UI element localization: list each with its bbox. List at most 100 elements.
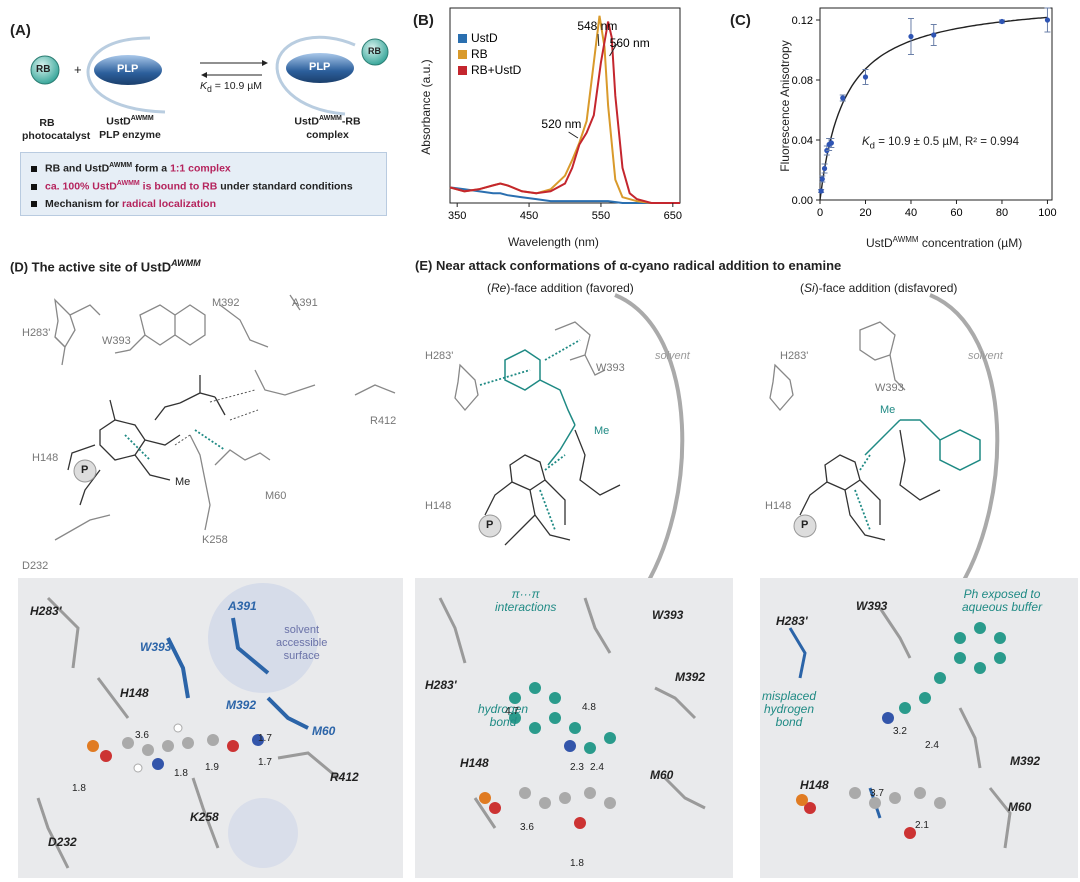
anisotropy-xlabel: UstDAWMM concentration (µM) (866, 235, 1022, 250)
plp-ellipse (94, 55, 162, 85)
anisotropy-xtick-label-20: 20 (859, 207, 871, 219)
rb-text: RB (36, 64, 51, 75)
re-w393: W393 (596, 362, 625, 374)
anisotropy-ytick-label-0.04: 0.04 (792, 135, 813, 147)
anisotropy-point-9 (931, 32, 937, 38)
anisotropy-xtick-label-80: 80 (996, 207, 1008, 219)
panel-d-title-text: The active site of UstD (31, 259, 172, 275)
bullet-1: RB and UstDAWMM form a 1:1 complex (31, 162, 231, 175)
bullet-1-sup: AWMM (109, 162, 133, 169)
fit-text: = 10.9 ± 0.5 µM, R² = 0.994 (875, 136, 1019, 148)
bullet-2-highlight: ca. 100% UstD (45, 180, 117, 193)
kd-sub: d (207, 84, 212, 95)
absorbance-xtick-label-350: 350 (448, 210, 466, 222)
residue-d232: D232 (22, 560, 49, 572)
si-h283: H283' (780, 350, 809, 362)
residue-w393: W393 (102, 335, 131, 347)
residue-h148: H148 (32, 452, 59, 464)
anisotropy-ylabel: Fluorescence Anisotropy (778, 40, 792, 172)
si-italic: Si (804, 281, 815, 295)
legend-swatch-rb (458, 50, 467, 59)
dist-d-3: 1.9 (205, 762, 219, 773)
panel-e-title-text: Near attack conformations of α-cyano rad… (435, 258, 842, 273)
bullet-3-highlight: radical localization (122, 198, 216, 210)
anisotropy-point-0 (818, 188, 824, 194)
bullet-2-highlight-2: is bound to RB (139, 180, 218, 193)
re-dist-2: 4.8 (582, 702, 596, 713)
enzyme-caption-2: PLP enzyme (99, 128, 161, 141)
dist-d-1: 3.6 (135, 730, 149, 741)
methyl-label: Me (175, 476, 191, 488)
complex-rb-text: RB (368, 46, 381, 56)
si-render-ph: Ph exposed to aqueous buffer (962, 588, 1042, 614)
complex-caption-2: complex (306, 128, 349, 141)
si-h148: H148 (765, 500, 792, 512)
bullet-2: ca. 100% UstDAWMM is bound to RB under s… (31, 180, 353, 193)
si-solvent: solvent (968, 350, 1003, 362)
re-dist-6: 1.8 (570, 858, 584, 869)
re-phosphate-circle (478, 514, 502, 538)
bullet-2-sup: AWMM (116, 180, 140, 187)
panel-a-summary-box: RB and UstDAWMM form a 1:1 complex ca. 1… (20, 152, 387, 216)
complex-plp-text: PLP (309, 61, 331, 73)
si-render-hbond-1: misplaced (762, 689, 817, 703)
render-d-a391: A391 (228, 599, 257, 613)
re-p: P (486, 519, 494, 531)
si-render-m392: M392 (1010, 754, 1041, 768)
panel-d-render-graphic (36, 583, 339, 869)
anisotropy-point-1 (819, 176, 825, 182)
si-render (760, 578, 1078, 878)
ligand-balls (87, 723, 264, 773)
si-dist-4: 2.1 (915, 820, 929, 831)
absorbance-series-ustd (449, 186, 680, 204)
bullet-3: Mechanism for radical localization (31, 198, 216, 210)
anisotropy-point-11 (1044, 17, 1051, 23)
bullet-2-post: under standard conditions (217, 180, 353, 193)
absorbance-ylabel: Absorbance (a.u.) (419, 59, 433, 155)
complex-caption-1: UstD (294, 115, 319, 128)
re-render-m392: M392 (675, 670, 706, 684)
re-render-m60: M60 (650, 768, 674, 782)
si-render-ph-1: Ph exposed to (963, 587, 1041, 601)
si-render-h283: H283' (776, 614, 808, 628)
si-render-m60: M60 (1008, 800, 1032, 814)
panel-b-label: (B) (413, 12, 434, 29)
anisotropy-xlabel-sup: AWMM (892, 235, 919, 244)
dist-d-2: 1.8 (72, 783, 86, 794)
enzyme-shell (86, 36, 166, 114)
annotation-520-line (568, 131, 579, 139)
re-open: ( (487, 281, 491, 295)
si-render-hbond-2: hydrogen (763, 702, 815, 716)
render-d-m392: M392 (226, 698, 257, 712)
anisotropy-point-8 (908, 33, 914, 40)
anisotropy-point-6 (840, 95, 846, 101)
render-d-r412: R412 (330, 770, 359, 784)
re-me: Me (594, 425, 610, 437)
absorbance-xtick-label-550: 550 (592, 210, 610, 222)
anisotropy-xlabel-pre: UstD (866, 236, 893, 250)
re-dist-3: 2.3 (570, 762, 584, 773)
plus-sign: + (74, 62, 82, 77)
anisotropy-point-2 (821, 165, 828, 172)
kd-k: K (200, 80, 208, 92)
si-face-title: (Si)-face addition (disfavored) (800, 281, 957, 295)
si-dist-3: 3.7 (870, 788, 884, 799)
si-phosphate-circle (793, 514, 817, 538)
si-render-w393: W393 (856, 599, 888, 613)
si-dist-2: 2.4 (925, 740, 939, 751)
panel-a-scheme (30, 35, 389, 116)
surface-label: solvent accessible surface (276, 624, 327, 663)
annotation-520: 520 nm (541, 117, 581, 131)
anisotropy-xtick-label-0: 0 (817, 207, 823, 219)
complex-rb-sphere (361, 38, 389, 66)
anisotropy-xtick-label-100: 100 (1038, 207, 1056, 219)
fit-sub: d (869, 140, 875, 152)
re-h283: H283' (425, 350, 454, 362)
si-rest: )-face addition (disfavored) (814, 281, 958, 295)
si-render-ph-2: aqueous buffer (962, 600, 1043, 614)
re-render-hbond: hydrogen bond (478, 703, 528, 729)
panel-e-label: (E) (415, 258, 433, 273)
panel-d-title: (D) The active site of UstDAWMM (10, 258, 201, 274)
legend-label-rb: RB (471, 47, 488, 61)
complex-caption-1b: -RB (341, 115, 361, 128)
